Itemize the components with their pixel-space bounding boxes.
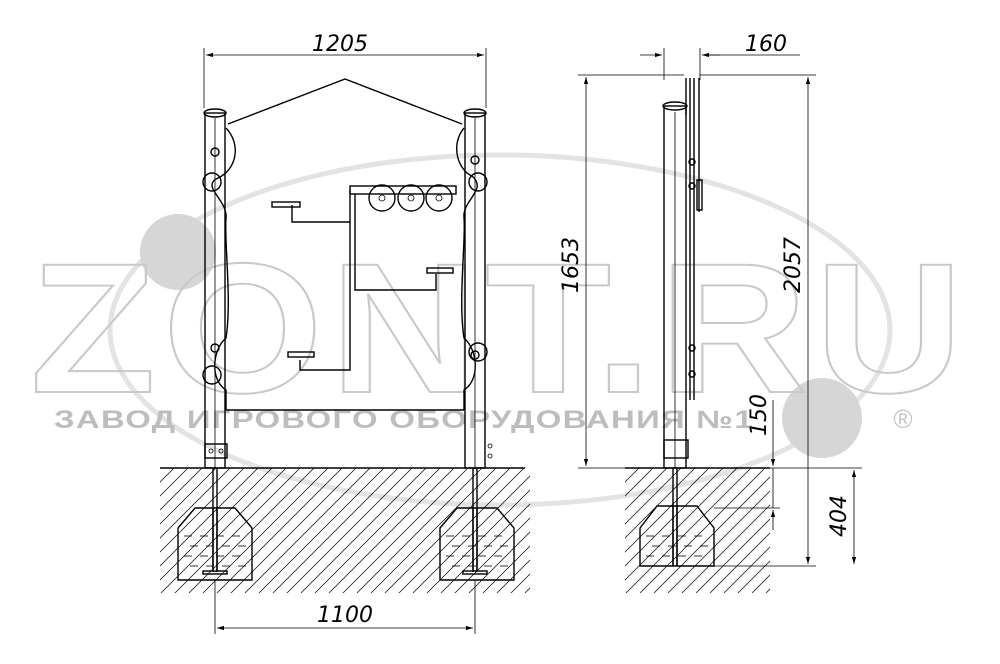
hatch-line: [160, 468, 189, 497]
watermark: ZONT.RU ЗАВОД ИГРОВОГО ОБОРУДОВАНИЯ №1 ®: [29, 152, 970, 508]
dim-label-post-spacing: 1100: [317, 603, 373, 628]
hatch-line: [426, 489, 530, 593]
hatch-line: [468, 531, 530, 593]
watermark-dot-right: [782, 378, 862, 458]
side-view: 160 1653 2057 150 404: [559, 32, 862, 593]
hatch-line: [160, 468, 273, 581]
hatch-line: [160, 468, 217, 525]
watermark-swoosh: [107, 152, 893, 508]
panel-edge-right: [455, 127, 478, 410]
hatch-line: [216, 468, 343, 593]
hatch-line: [482, 545, 530, 593]
foundation-side: [639, 468, 715, 567]
bump-left-bottom: [202, 365, 222, 385]
dim-label-height-above-ground: 1653: [559, 237, 584, 293]
panel-edge-left: [211, 127, 236, 410]
dim-total-height: 2057: [700, 74, 816, 567]
hatch-line: [230, 468, 357, 593]
dim-label-footing-offset: 150: [747, 394, 772, 436]
right-post: [463, 108, 493, 469]
dim-height-above-ground: 1653: [559, 74, 684, 469]
bump-right-top: [468, 172, 488, 192]
hatch-line: [667, 490, 770, 593]
hatch-line: [314, 468, 441, 593]
dim-post-spacing: 1100: [214, 580, 476, 634]
hatch-line: [625, 468, 640, 483]
hatch-line: [440, 503, 530, 593]
hatch-line: [286, 468, 413, 593]
hatch-line: [202, 468, 329, 593]
hatch-line: [625, 468, 738, 581]
hatch-line: [510, 573, 530, 593]
watermark-dot-left: [140, 214, 216, 290]
dim-overall-width: 1205: [203, 32, 487, 108]
hatch-line: [625, 468, 710, 553]
hatch-line: [412, 475, 530, 593]
hatch-line: [723, 546, 770, 593]
hatch-line: [681, 504, 770, 593]
hatch-line: [160, 468, 203, 511]
hatch-line: [258, 468, 385, 593]
hatch-line: [160, 468, 287, 593]
hatch-line: [384, 468, 511, 593]
hatch-line: [625, 468, 752, 593]
hatch-line: [695, 518, 770, 593]
hatch-line: [625, 468, 696, 539]
hatch-line: [625, 468, 682, 525]
hatch-line: [751, 574, 770, 593]
dim-label-total-height: 2057: [781, 237, 806, 293]
side-panel: [688, 78, 703, 400]
hatch-line: [625, 468, 654, 497]
game-elements: [271, 184, 457, 371]
hatch-line: [639, 468, 766, 593]
hatch-line: [160, 468, 259, 567]
watermark-logo: ZONT.RU: [30, 226, 970, 432]
hatch-line: [328, 468, 455, 593]
hatch-line: [160, 468, 245, 553]
bump-left-top: [202, 172, 222, 192]
bump-right-bottom: [468, 342, 488, 362]
ground-hatch-front: [160, 468, 530, 593]
hatch-line: [625, 468, 668, 511]
hatch-line: [370, 468, 497, 593]
dim-label-burial-depth: 404: [827, 495, 852, 537]
hatch-line: [625, 468, 724, 567]
hatch-line: [160, 468, 161, 469]
hatch-line: [653, 476, 770, 593]
hatch-line: [244, 468, 371, 593]
hatch-line: [174, 468, 301, 593]
hatch-line: [709, 532, 770, 593]
left-post: [203, 108, 228, 469]
dim-burial-depth: 404: [770, 467, 862, 564]
registered-mark: ®: [893, 404, 912, 434]
hatch-line: [160, 468, 175, 483]
dim-footing-offset: 150: [714, 394, 780, 530]
hatch-line: [737, 560, 770, 593]
dim-label-overall-width: 1205: [312, 32, 368, 57]
ground-hatch-side: [625, 468, 770, 593]
foundation-left: [177, 468, 253, 581]
front-view: 1205 1100: [160, 32, 530, 634]
dim-side-depth: 160: [640, 32, 800, 80]
foundation-right: [439, 468, 515, 581]
roof-outline: [227, 78, 463, 125]
dim-label-side-depth: 160: [745, 32, 787, 57]
hatch-line: [300, 468, 427, 593]
hatch-line: [160, 468, 231, 539]
side-post: [662, 78, 689, 469]
hatch-line: [454, 517, 530, 593]
hatch-line: [356, 468, 483, 593]
hatch-line: [272, 468, 399, 593]
hatch-line: [398, 468, 525, 593]
hatch-line: [496, 559, 530, 593]
hatch-line: [625, 468, 626, 469]
hatch-line: [524, 587, 530, 593]
hatch-line: [342, 468, 469, 593]
